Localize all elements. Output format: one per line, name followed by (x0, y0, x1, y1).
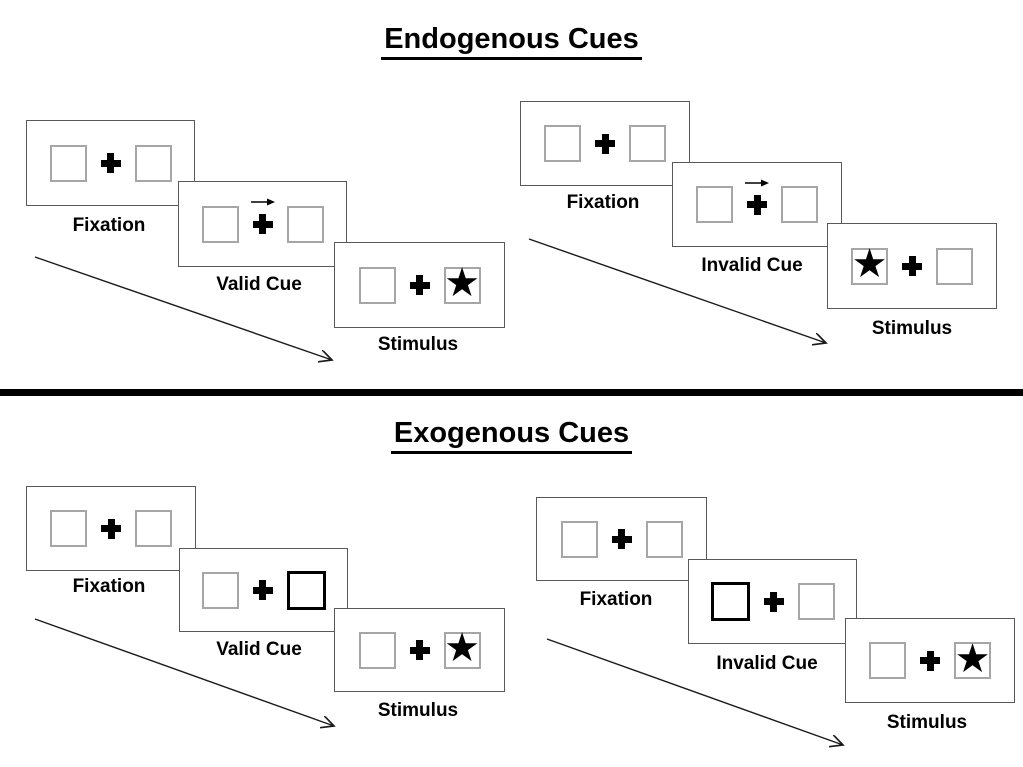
left-placeholder-box (869, 642, 906, 679)
right-placeholder-box (645, 520, 683, 558)
exogenous-valid-stimulus-panel: ★ (334, 608, 505, 692)
left-placeholder-box (49, 144, 87, 182)
left-placeholder-box (201, 205, 239, 243)
exogenous-invalid-fixation-panel (536, 497, 707, 581)
panel-label-invalid-cue: Invalid Cue (701, 255, 803, 276)
exogenous-valid-cue-panel (179, 548, 348, 632)
section-title-exogenous: Exogenous Cues (0, 416, 1023, 454)
time-arrow-icon (528, 238, 834, 350)
left-cue-highlight-box (710, 582, 750, 621)
right-placeholder-box (781, 186, 818, 223)
section-title-endogenous-text: Endogenous Cues (381, 22, 642, 60)
endogenous-valid-stimulus-panel: ★ (334, 242, 505, 328)
panel-label-valid-cue: Valid Cue (216, 639, 302, 660)
left-placeholder-box (544, 125, 581, 162)
exogenous-invalid-stimulus-panel: ★ (845, 618, 1015, 703)
fixation-cross-icon (409, 640, 430, 660)
right-placeholder-box (286, 205, 324, 243)
fixation-cross-icon (745, 179, 769, 215)
target-star-icon: ★ (851, 241, 888, 287)
right-placeholder-box (134, 144, 172, 182)
panel-label-invalid-cue: Invalid Cue (716, 653, 818, 674)
right-target-box: ★ (443, 625, 481, 671)
right-cue-highlight-box (286, 570, 326, 610)
panel-label-valid-cue: Valid Cue (216, 274, 302, 295)
target-star-icon: ★ (444, 625, 480, 671)
time-arrow-icon (34, 256, 340, 367)
endogenous-invalid-cue-panel (672, 162, 842, 247)
right-target-box: ★ (954, 635, 991, 682)
left-placeholder-box (50, 510, 87, 547)
right-arrow-cue-icon (745, 179, 769, 186)
fixation-cross-icon (902, 256, 922, 276)
panel-label-stimulus: Stimulus (871, 318, 953, 339)
left-placeholder-box (201, 571, 239, 609)
panel-label-fixation: Fixation (566, 192, 640, 213)
fixation-cross-icon (763, 591, 784, 612)
section-title-exogenous-text: Exogenous Cues (390, 416, 633, 454)
left-target-box: ★ (851, 241, 888, 287)
right-placeholder-box (936, 247, 973, 285)
fixation-cross-icon (409, 275, 430, 295)
target-star-icon: ★ (954, 635, 991, 682)
right-target-box: ★ (443, 260, 481, 306)
endogenous-invalid-fixation-panel (520, 101, 690, 186)
panel-label-stimulus: Stimulus (377, 334, 459, 355)
panel-label-stimulus: Stimulus (377, 700, 459, 721)
target-star-icon: ★ (444, 260, 480, 306)
panel-label-fixation: Fixation (579, 589, 653, 610)
endogenous-invalid-stimulus-panel: ★ (827, 223, 997, 309)
left-placeholder-box (696, 186, 733, 223)
fixation-cross-icon (611, 529, 632, 549)
endogenous-valid-fixation-panel (26, 120, 195, 206)
left-placeholder-box (358, 631, 396, 669)
endogenous-valid-cue-panel (178, 181, 347, 267)
panel-label-stimulus: Stimulus (886, 712, 968, 733)
time-arrow-icon (34, 618, 342, 733)
section-title-endogenous: Endogenous Cues (0, 22, 1023, 60)
fixation-cross-icon (100, 153, 121, 173)
right-placeholder-box (135, 510, 172, 547)
left-placeholder-box (358, 266, 396, 304)
right-arrow-cue-icon (250, 198, 275, 206)
fixation-cross-icon (920, 650, 940, 671)
section-divider (0, 389, 1023, 396)
fixation-cross-icon (595, 133, 615, 154)
exogenous-valid-fixation-panel (26, 486, 196, 571)
left-placeholder-box (560, 520, 598, 558)
fixation-cross-icon (250, 198, 275, 234)
panel-label-fixation: Fixation (72, 576, 146, 597)
fixation-cross-icon (101, 518, 121, 539)
time-arrow-icon (546, 638, 850, 752)
exogenous-invalid-cue-panel (688, 559, 857, 644)
fixation-cross-icon (252, 580, 273, 600)
right-placeholder-box (629, 125, 666, 162)
right-placeholder-box (797, 583, 835, 620)
panel-label-fixation: Fixation (72, 215, 146, 236)
